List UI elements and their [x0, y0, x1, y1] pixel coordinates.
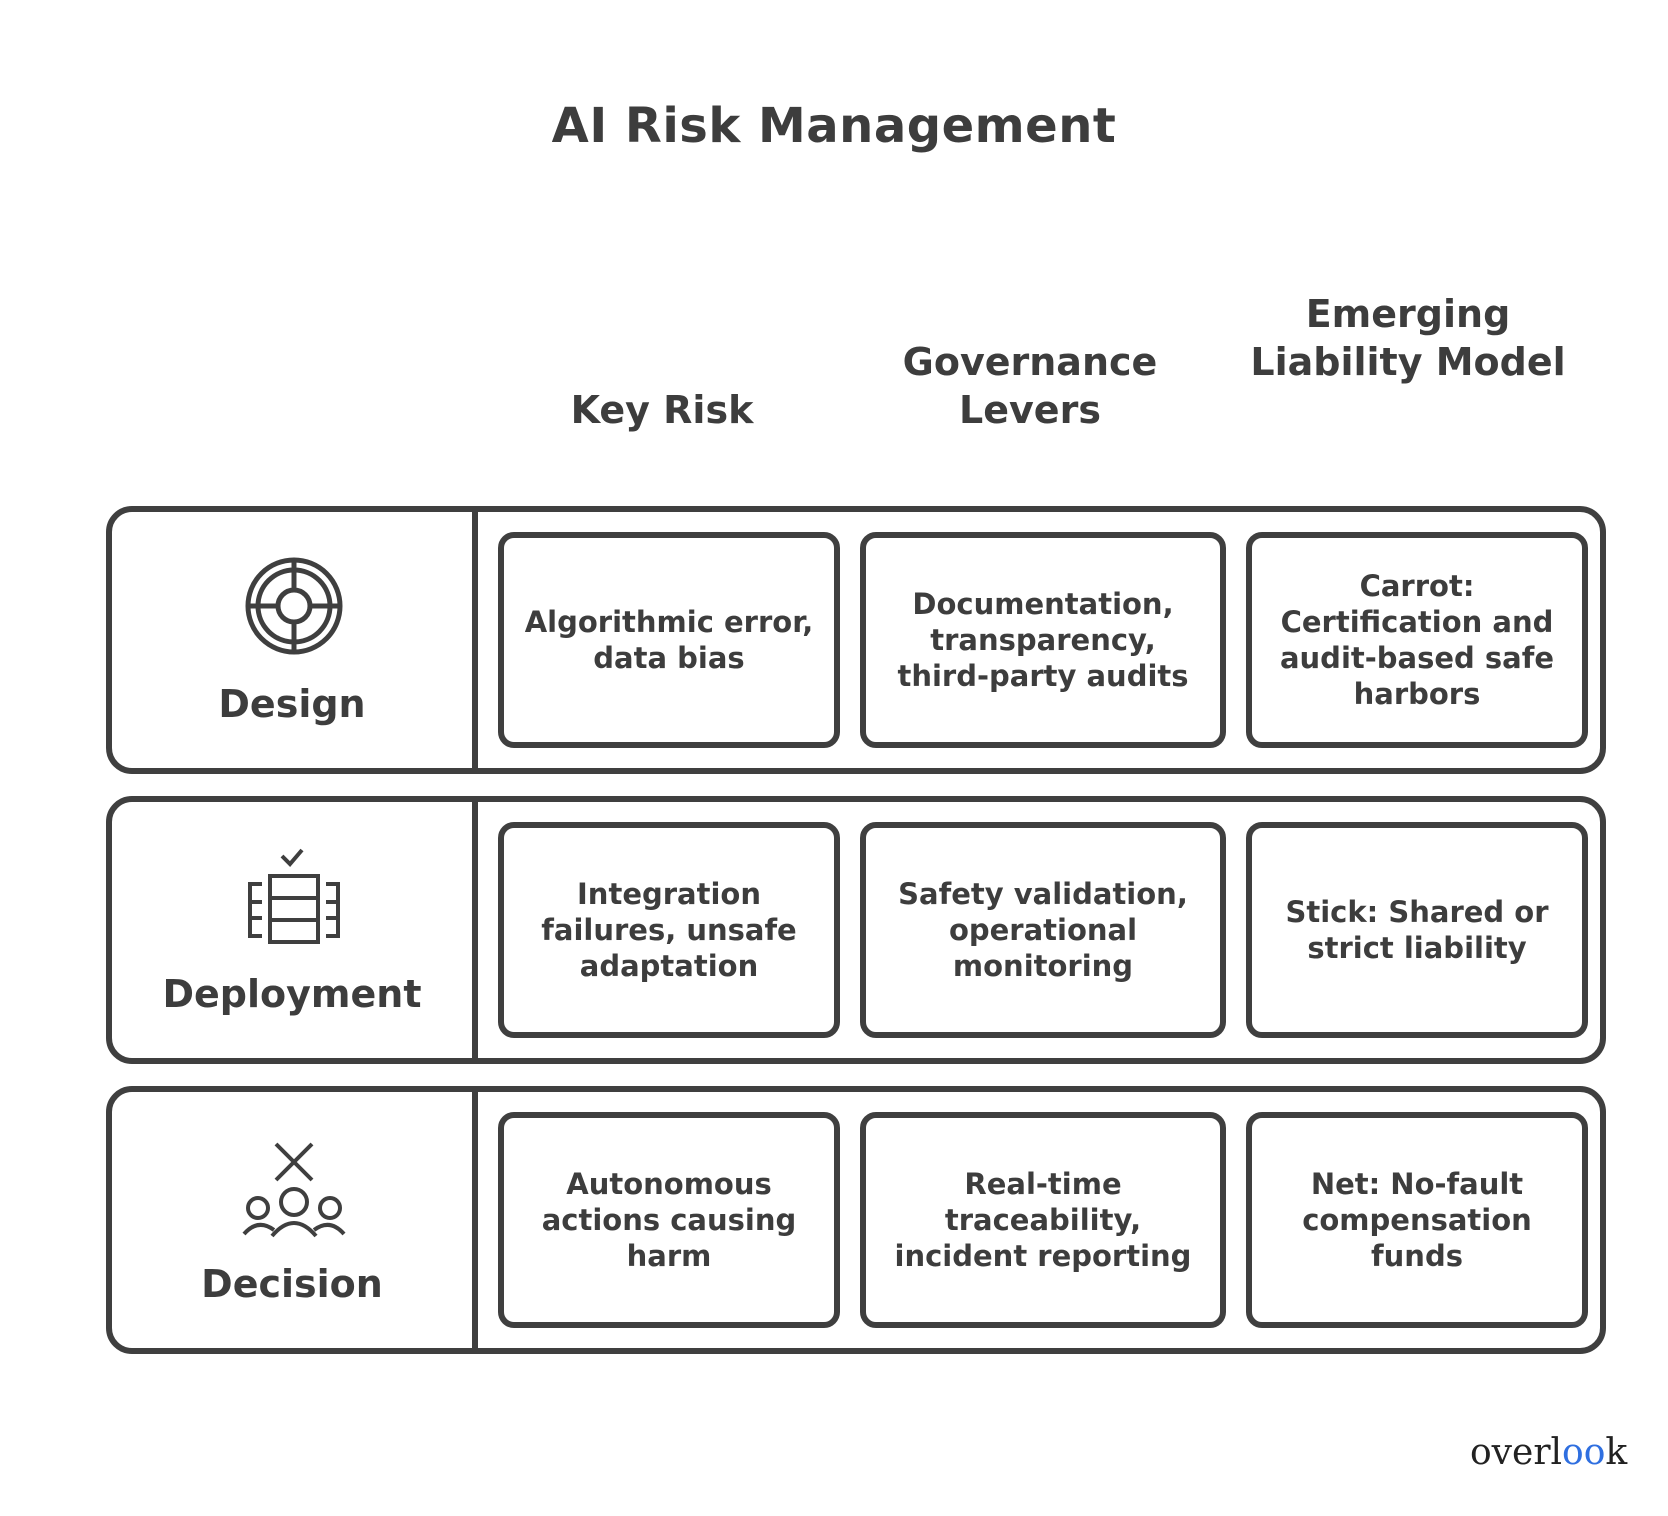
column-header-governance-levers: Governance Levers: [902, 340, 1158, 432]
row-label-design: Design: [218, 682, 366, 726]
column-header-liability-model: Emerging Liability Model: [1250, 292, 1566, 384]
cell-decision-governance-levers: Real-time traceability, incident reporti…: [860, 1112, 1226, 1328]
brand-logo: overlook: [1470, 1432, 1628, 1473]
cell-design-governance-levers: Documentation, transparency, third-party…: [860, 532, 1226, 748]
cell-decision-liability-model: Net: No-fault compensation funds: [1246, 1112, 1588, 1328]
server-check-icon: [242, 846, 346, 954]
row-design: Design Algorithmic error, data bias Docu…: [106, 506, 1606, 774]
column-header-key-risk: Key Risk: [570, 388, 754, 432]
people-decision-icon: [242, 1140, 346, 1244]
row-divider: [472, 512, 478, 768]
cell-design-key-risk: Algorithmic error, data bias: [498, 532, 840, 748]
row-label-deployment: Deployment: [162, 972, 422, 1016]
row-deployment: Deployment Integration failures, unsafe …: [106, 796, 1606, 1064]
row-divider: [472, 802, 478, 1058]
row-decision: Decision Autonomous actions causing harm…: [106, 1086, 1606, 1354]
row-divider: [472, 1092, 478, 1348]
row-label-decision: Decision: [201, 1262, 383, 1306]
cell-deployment-liability-model: Stick: Shared or strict liability: [1246, 822, 1588, 1038]
cell-design-liability-model: Carrot: Certification and audit-based sa…: [1246, 532, 1588, 748]
cell-decision-key-risk: Autonomous actions causing harm: [498, 1112, 840, 1328]
target-icon: [244, 556, 344, 660]
page-title: AI Risk Management: [551, 98, 1117, 154]
cell-deployment-governance-levers: Safety validation, operational monitorin…: [860, 822, 1226, 1038]
cell-deployment-key-risk: Integration failures, unsafe adaptation: [498, 822, 840, 1038]
